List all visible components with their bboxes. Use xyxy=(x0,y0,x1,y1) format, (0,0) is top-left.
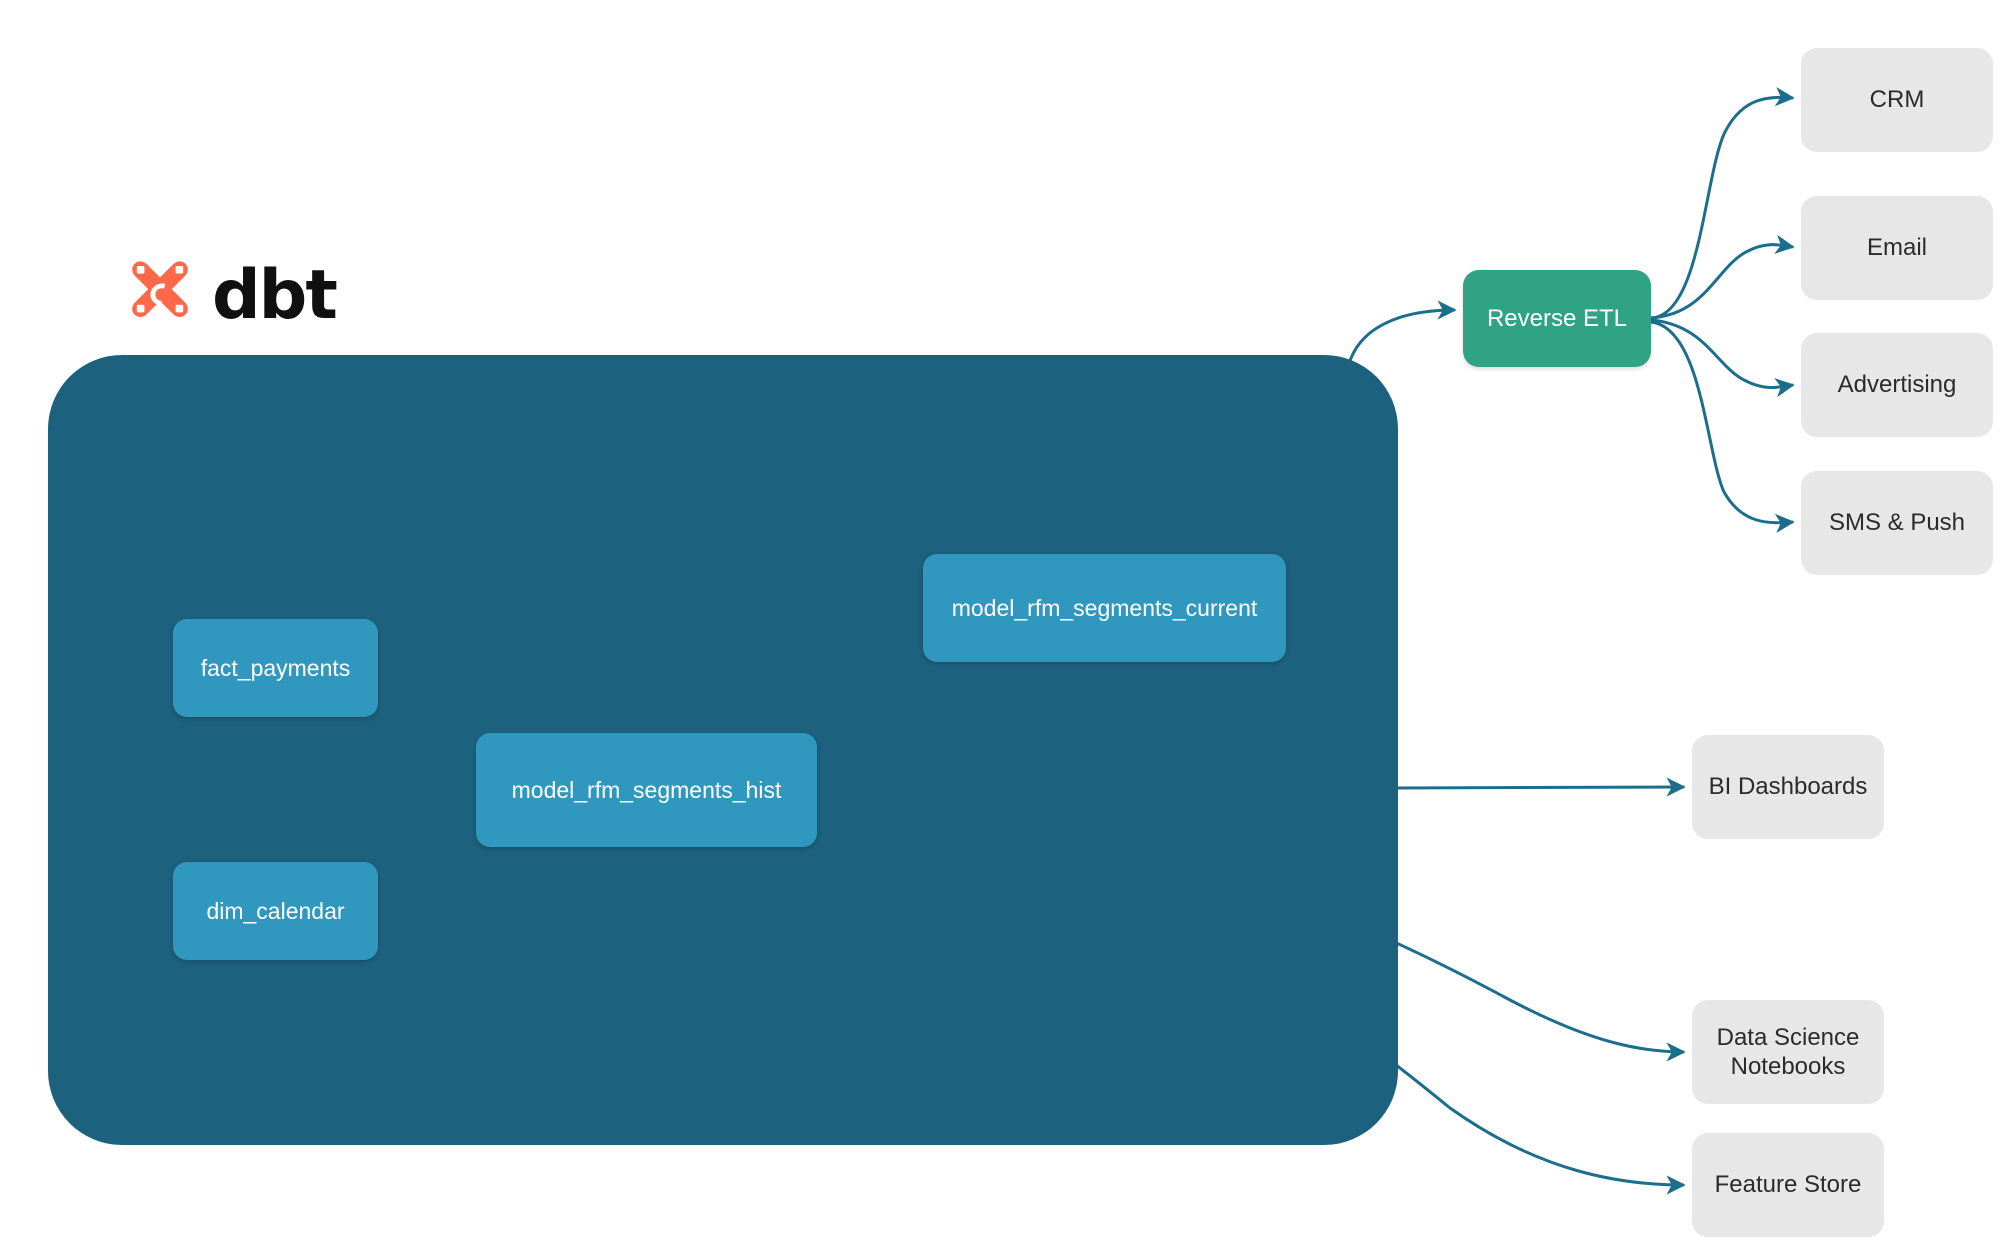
node-destination-crm[interactable]: CRM xyxy=(1801,48,1993,152)
node-model-rfm-segments-hist[interactable]: model_rfm_segments_hist xyxy=(476,733,817,847)
edge-reverse-etl-to-crm xyxy=(1650,87,1795,320)
node-destination-bi-dashboards-label: BI Dashboards xyxy=(1708,773,1868,801)
ds-notebooks-line-1: Data Science xyxy=(1716,1023,1860,1051)
node-destination-advertising-label: Advertising xyxy=(1837,371,1957,399)
dbt-wordmark: dbt xyxy=(212,256,338,335)
node-destination-sms-push-label: SMS & Push xyxy=(1828,509,1966,537)
dbt-brand-logo: dbt xyxy=(122,256,338,335)
node-destination-data-science-notebooks[interactable]: Data Science Notebooks xyxy=(1692,1000,1884,1104)
node-destination-advertising[interactable]: Advertising xyxy=(1801,333,1993,437)
edge-reverse-etl-to-advertising xyxy=(1650,318,1795,398)
edge-reverse-etl-to-sms-push xyxy=(1650,320,1795,533)
node-destination-feature-store-label: Feature Store xyxy=(1714,1171,1862,1199)
node-model-rfm-segments-current-label: model_rfm_segments_current xyxy=(951,594,1258,621)
node-fact-payments-label: fact_payments xyxy=(200,654,351,681)
node-destination-crm-label: CRM xyxy=(1869,86,1925,114)
node-destination-bi-dashboards[interactable]: BI Dashboards xyxy=(1692,735,1884,839)
node-dim-calendar-label: dim_calendar xyxy=(206,897,345,924)
edge-reverse-etl-to-email xyxy=(1650,234,1795,320)
node-fact-payments[interactable]: fact_payments xyxy=(173,619,378,717)
node-destination-data-science-notebooks-label: Data Science Notebooks xyxy=(1717,1023,1860,1082)
node-destination-feature-store[interactable]: Feature Store xyxy=(1692,1133,1884,1237)
node-model-rfm-segments-hist-label: model_rfm_segments_hist xyxy=(511,776,782,803)
node-reverse-etl[interactable]: Reverse ETL xyxy=(1463,270,1651,367)
node-reverse-etl-label: Reverse ETL xyxy=(1486,304,1628,332)
node-dim-calendar[interactable]: dim_calendar xyxy=(173,862,378,960)
dbt-logo-icon xyxy=(132,261,188,318)
node-destination-email-label: Email xyxy=(1866,234,1927,262)
node-model-rfm-segments-current[interactable]: model_rfm_segments_current xyxy=(923,554,1286,662)
node-destination-sms-push[interactable]: SMS & Push xyxy=(1801,471,1993,575)
ds-notebooks-line-2: Notebooks xyxy=(1730,1053,1846,1080)
node-destination-email[interactable]: Email xyxy=(1801,196,1993,300)
